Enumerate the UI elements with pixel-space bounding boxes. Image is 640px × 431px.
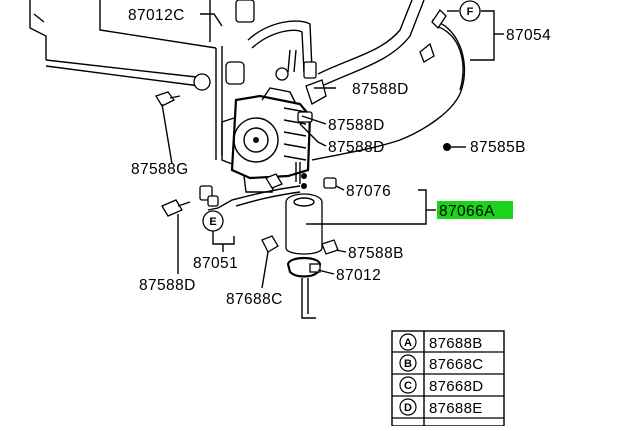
label-87588b: 87588B xyxy=(348,245,404,262)
highlight-87066a xyxy=(437,201,513,219)
part-labels: 87012C 87054 87588D 87588D 87588D 87585B… xyxy=(128,7,551,308)
label-87066a: 87066A xyxy=(439,203,495,220)
label-87585b: 87585B xyxy=(470,139,526,156)
drier-bracket xyxy=(286,256,322,319)
label-87588d-mid: 87588D xyxy=(328,117,385,134)
hose-lines xyxy=(207,0,466,211)
label-87012: 87012 xyxy=(336,267,381,284)
legend-part-b: 87668C xyxy=(429,356,483,373)
legend-row-c: C 87668D xyxy=(399,376,483,395)
legend-row-a: A 87688B xyxy=(399,333,483,352)
legend-symbol-a: A xyxy=(404,337,412,349)
legend-row-b: B 87668C xyxy=(399,354,483,373)
label-87054: 87054 xyxy=(506,27,551,44)
receiver-drier xyxy=(285,162,323,255)
legend-part-c: 87668D xyxy=(429,378,483,395)
condenser-frame xyxy=(29,0,223,160)
legend-part-a: 87688B xyxy=(429,335,483,352)
legend-symbol-d: D xyxy=(404,402,412,414)
circle-marker-f: F xyxy=(459,0,481,22)
label-87012c: 87012C xyxy=(128,7,185,24)
circle-letter-f: F xyxy=(467,6,474,18)
ac-compressor xyxy=(221,87,312,193)
label-87588d-top: 87588D xyxy=(352,81,409,98)
label-87688c: 87688C xyxy=(226,291,283,308)
circle-letter-e: E xyxy=(209,216,216,228)
top-fittings xyxy=(193,0,447,123)
label-87588d-bottom: 87588D xyxy=(139,277,196,294)
legend-part-d: 87688E xyxy=(429,400,483,417)
leader-lines xyxy=(161,10,504,289)
label-87588d-low: 87588D xyxy=(328,139,385,156)
label-87588g: 87588G xyxy=(131,161,189,178)
legend-symbol-b: B xyxy=(404,358,412,370)
legend-table: A 87688B B 87668C C 87668D D 87688E xyxy=(391,330,505,427)
circle-marker-e: E xyxy=(202,210,224,232)
legend-row-d: D 87688E xyxy=(399,398,483,417)
label-87076: 87076 xyxy=(346,183,391,200)
legend-symbol-c: C xyxy=(404,380,412,392)
fasteners xyxy=(155,91,451,255)
label-87051: 87051 xyxy=(193,255,238,272)
